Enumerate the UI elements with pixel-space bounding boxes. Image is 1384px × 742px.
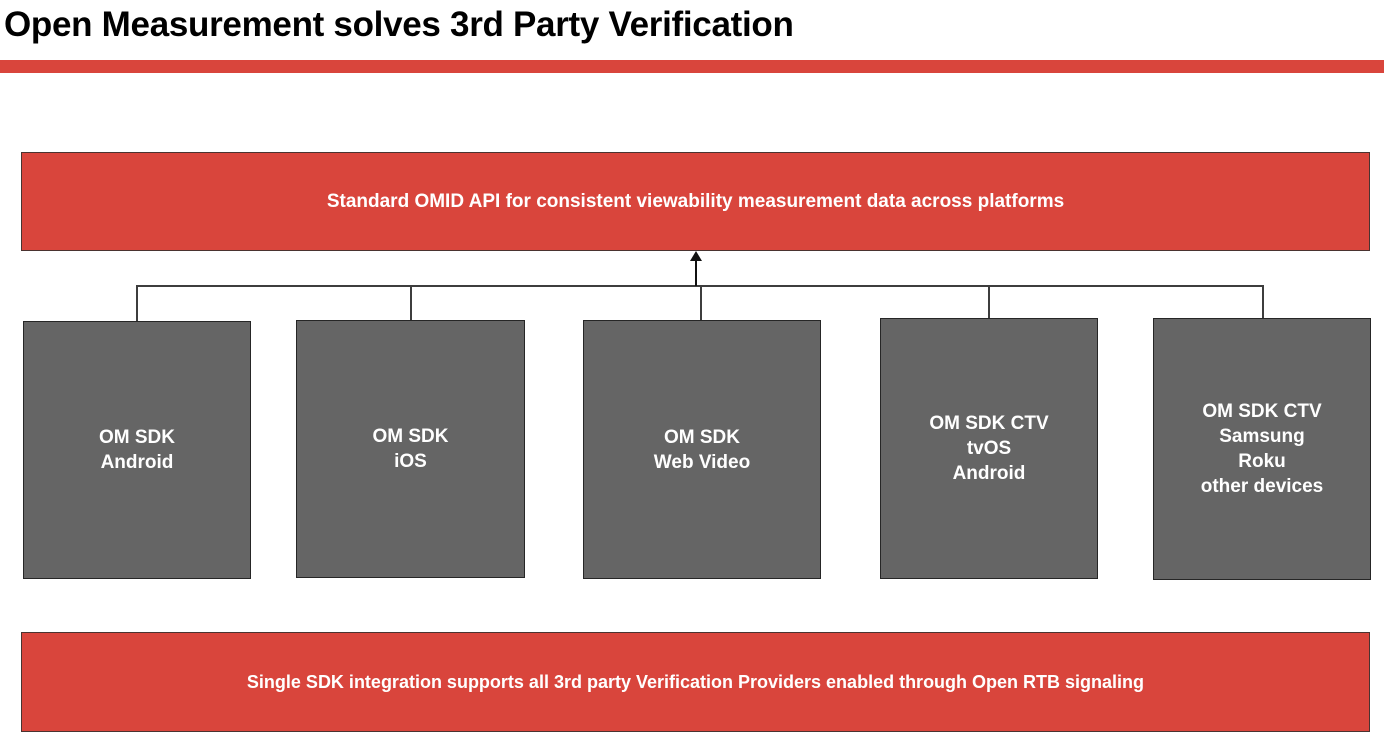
arrow-up-shaft-icon <box>695 253 697 286</box>
platform-line: Android <box>100 452 174 473</box>
top-banner-label: Standard OMID API for consistent viewabi… <box>326 190 1065 212</box>
connector-drop-4 <box>988 286 990 322</box>
bottom-banner-label: Single SDK integration supports all 3rd … <box>246 671 1145 692</box>
platform-line: Samsung <box>1219 426 1305 447</box>
connector-drop-5 <box>1262 286 1264 322</box>
platform-box-om-sdk-ctv-samsung-roku: OM SDK CTV Samsung Roku other devices <box>1153 318 1371 580</box>
platform-line: OM SDK CTV <box>1202 401 1322 422</box>
connector-drop-1 <box>136 286 138 322</box>
platform-line: OM SDK CTV <box>929 413 1049 434</box>
platform-line: iOS <box>394 451 427 472</box>
bottom-banner-single-sdk-integration: Single SDK integration supports all 3rd … <box>21 632 1370 732</box>
platform-line: other devices <box>1200 476 1324 497</box>
platform-line: tvOS <box>966 438 1012 459</box>
platform-box-om-sdk-ctv-tvos-android: OM SDK CTV tvOS Android <box>880 318 1098 579</box>
platform-line: Roku <box>1238 451 1286 472</box>
title-divider-rule <box>0 60 1384 73</box>
arrow-up-head-icon <box>690 251 702 261</box>
platform-box-om-sdk-ios: OM SDK iOS <box>296 320 525 578</box>
platform-line: Web Video <box>653 451 751 473</box>
platform-line: OM SDK <box>99 427 175 448</box>
platform-line: OM SDK <box>664 426 740 448</box>
connector-drop-2 <box>410 286 412 322</box>
platform-box-om-sdk-android: OM SDK Android <box>23 321 251 579</box>
connector-drop-3 <box>700 286 702 322</box>
platform-box-om-sdk-web-video: OM SDK Web Video <box>583 320 821 579</box>
page-title: Open Measurement solves 3rd Party Verifi… <box>4 5 794 44</box>
top-banner-omid-api: Standard OMID API for consistent viewabi… <box>21 152 1370 251</box>
platform-line: OM SDK <box>372 426 449 447</box>
platform-line: Android <box>952 463 1026 484</box>
